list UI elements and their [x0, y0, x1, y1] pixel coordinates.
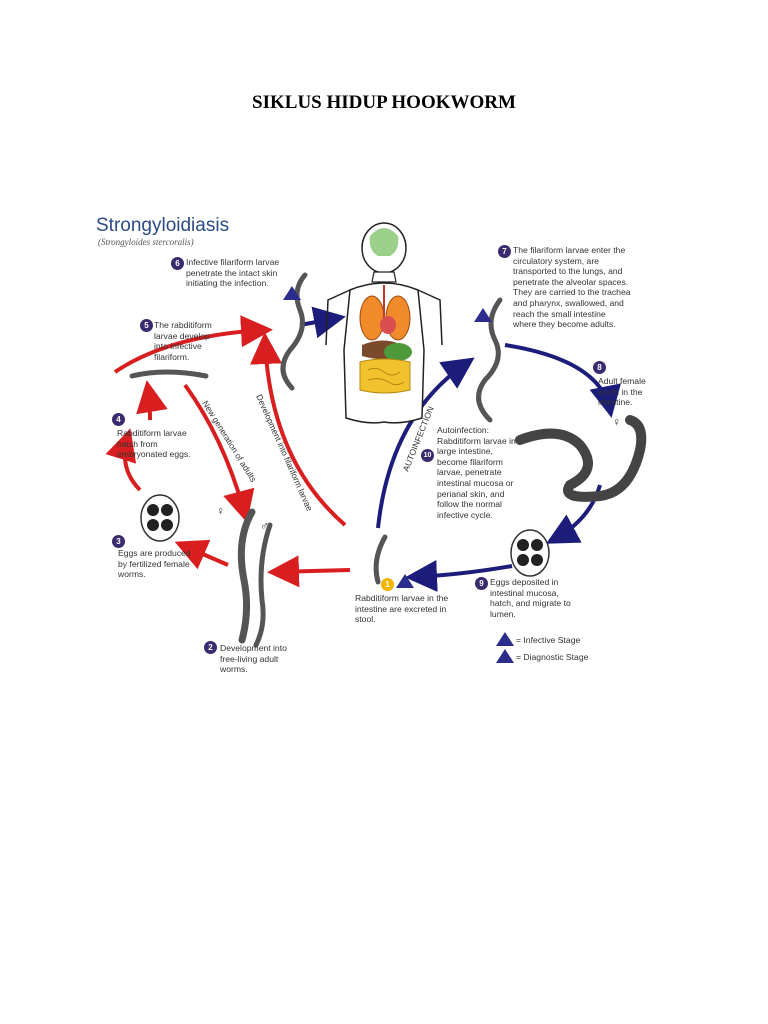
step-badge-9: 9 [475, 577, 488, 590]
legend-infective-label: = Infective Stage [516, 635, 581, 645]
arrow-9-to-1 [405, 559, 513, 592]
rhabditiform-larva-1 [373, 534, 388, 585]
arrow-development [250, 332, 347, 527]
diagram-title: Strongyloidiasis [96, 215, 230, 236]
worm-illustrations [129, 272, 647, 648]
arrow-6-to-host [299, 306, 346, 339]
step-label-5: The rabditiform larvae develop into infe… [154, 320, 212, 362]
step-label-4: Rabditiform larvae hatch from embryonate… [117, 428, 191, 460]
arrow-4-to-5 [136, 380, 168, 421]
step-badge-4: 4 [112, 413, 125, 426]
step-badge-1: 1 [381, 578, 394, 591]
diagnostic-stage-marker [396, 574, 414, 588]
rhabditiform-larva-5 [129, 369, 209, 379]
egg-illustration-9 [510, 529, 550, 577]
legend-diagnostic-label: = Diagnostic Stage [516, 652, 589, 662]
step-badge-6: 6 [171, 257, 184, 270]
arrow-1-to-2 [267, 555, 351, 588]
arrow-autoinfection [376, 357, 475, 529]
egg-illustration-3 [140, 494, 180, 542]
step-badge-5: 5 [140, 319, 153, 332]
page-title: SIKLUS HIDUP HOOKWORM [252, 92, 516, 113]
male-adult-worm [253, 522, 273, 648]
male-symbol: ♂ [260, 519, 269, 533]
development-label: Development into filariform larvae [254, 393, 315, 513]
red-arrows [105, 315, 351, 588]
legend-infective-icon [496, 632, 514, 646]
step-label-9: Eggs deposited in intestinal mucosa, hat… [490, 577, 571, 619]
step-label-10: Autoinfection: Rabditiform larvae in lar… [437, 425, 516, 520]
arrow-3-to-4 [105, 428, 142, 492]
arrow-2-to-3 [174, 539, 229, 570]
step-label-8: Adult female worm in the intestine. [598, 376, 646, 408]
step-badge-10: 10 [421, 449, 434, 462]
diagram-subtitle: (Strongyloides stercoralis) [98, 237, 194, 247]
step-label-3: Eggs are produced by fertilized female w… [118, 548, 191, 580]
female-symbol: ♀ [216, 504, 225, 518]
step-label-6: Infective filariform larvae penetrate th… [186, 257, 280, 289]
arrow-5-to-6 [113, 315, 273, 374]
adult-female-worm-8 [515, 415, 647, 502]
arrow-newgen [183, 383, 255, 523]
arrow-7-to-8 [504, 343, 621, 418]
infective-stage-markers [283, 286, 514, 663]
female-adult-worm [237, 508, 256, 644]
step-badge-8: 8 [593, 361, 606, 374]
legend-diagnostic-icon [496, 649, 514, 663]
human-body-illustration [325, 222, 443, 424]
step-badge-2: 2 [204, 641, 217, 654]
step-badge-3: 3 [112, 535, 125, 548]
filariform-larva-6 [280, 272, 308, 391]
filariform-larva-7 [476, 297, 503, 423]
step-badge-7: 7 [498, 245, 511, 258]
step-label-2: Development into free-living adult worms… [220, 643, 287, 675]
step-label-1: Rabditiform larvae in the intestine are … [355, 593, 449, 625]
step-label-7: The filariform larvae enter the circulat… [513, 245, 631, 330]
female-symbol-8: ♀ [612, 415, 621, 429]
